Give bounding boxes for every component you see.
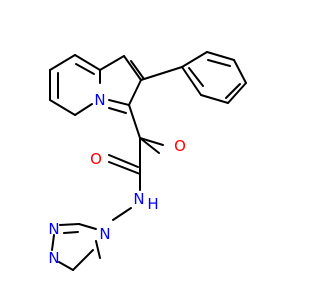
atom-n-indolizine: N bbox=[94, 91, 105, 109]
bond bbox=[130, 60, 145, 80]
bond bbox=[140, 66, 183, 81]
bond bbox=[181, 66, 202, 96]
molecule-diagram: N O O N H N N N bbox=[48, 51, 247, 271]
bond bbox=[139, 137, 164, 146]
atom-o-ketone: O bbox=[174, 137, 186, 155]
bond bbox=[207, 59, 231, 67]
bond bbox=[227, 82, 247, 104]
bond bbox=[225, 83, 241, 99]
bond bbox=[58, 261, 74, 271]
bond bbox=[181, 51, 208, 68]
bond bbox=[63, 231, 79, 234]
bond bbox=[188, 67, 204, 87]
bond bbox=[206, 51, 235, 61]
bond bbox=[200, 94, 229, 104]
bond bbox=[128, 104, 141, 139]
atom-labels: N O O N H N N N bbox=[48, 91, 186, 267]
bond bbox=[108, 99, 130, 106]
bond bbox=[108, 154, 139, 168]
bond bbox=[78, 223, 97, 230]
bond bbox=[51, 234, 55, 251]
atom-o-amide: O bbox=[90, 150, 102, 168]
bond bbox=[75, 63, 95, 75]
atom-h-amide: H bbox=[147, 195, 158, 213]
bond bbox=[74, 103, 93, 116]
bond bbox=[139, 137, 160, 154]
bond bbox=[99, 55, 125, 71]
atom-n-amide: N bbox=[133, 190, 144, 208]
bonds bbox=[49, 51, 247, 271]
atom-n-triazole-2: N bbox=[48, 220, 59, 238]
bond bbox=[95, 240, 101, 259]
bond bbox=[72, 249, 94, 271]
bond bbox=[233, 59, 247, 84]
bond bbox=[59, 223, 80, 226]
bond bbox=[49, 99, 76, 116]
bond bbox=[128, 79, 142, 106]
atom-n-triazole-1: N bbox=[99, 225, 110, 243]
bond bbox=[74, 54, 101, 71]
bond bbox=[49, 54, 76, 71]
bond bbox=[123, 55, 142, 81]
bond bbox=[108, 107, 127, 114]
structure-drawing: N O O N H N N N bbox=[48, 51, 247, 271]
atom-n-triazole-4: N bbox=[48, 249, 59, 267]
bond bbox=[112, 207, 132, 221]
bond bbox=[108, 161, 141, 175]
